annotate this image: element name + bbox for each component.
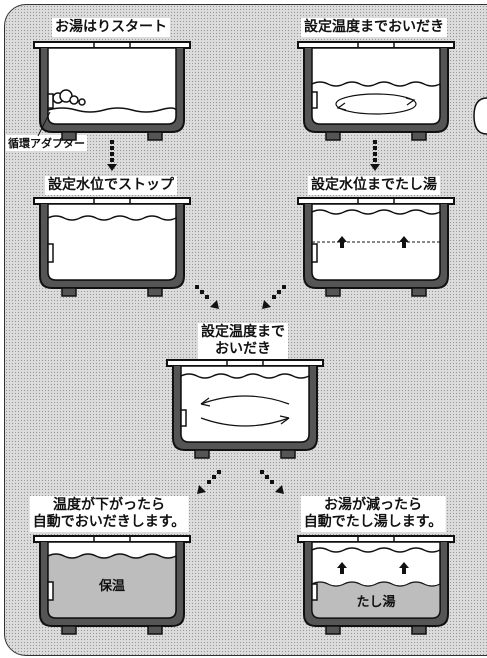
inflow-water xyxy=(47,89,177,125)
flow-arrow-step5-to-step7 xyxy=(260,470,284,494)
caption-step-6-line1: 温度が下がったら xyxy=(52,497,165,513)
tub-label-top-up: たし湯 xyxy=(356,594,395,610)
caption-step-6: 温度が下がったら 自動でおいだきします。 xyxy=(29,496,189,532)
caption-step-6-line2: 自動でおいだきします。 xyxy=(32,514,186,530)
bathtub-step-2 xyxy=(297,41,455,141)
caption-step-5-line1: 設定温度まで xyxy=(201,324,285,340)
water-with-circulation xyxy=(311,81,441,125)
caption-step-7: お湯が減ったら 自動でたし湯します。 xyxy=(300,496,446,532)
tub-body xyxy=(33,41,191,141)
water-rising xyxy=(311,209,441,281)
edge-bubble-partial xyxy=(473,97,487,135)
bathtub-step-7: たし湯 xyxy=(297,535,455,635)
flow-arrow-step1-to-step3 xyxy=(107,140,117,171)
flow-arrow-step2-to-step4 xyxy=(370,140,380,171)
water-with-circulation xyxy=(180,373,310,443)
bathtub-step-1 xyxy=(33,41,191,141)
water-set-level xyxy=(47,215,177,281)
flow-arrow-step3-to-step5 xyxy=(195,285,219,309)
caption-step-5-line2: おいだき xyxy=(215,341,271,357)
bathtub-step-5 xyxy=(166,359,324,459)
tub-label-keep-warm: 保温 xyxy=(98,578,125,594)
water-keep-warm xyxy=(47,553,177,619)
caption-step-2: 設定温度までおいだき xyxy=(301,18,447,37)
caption-step-1: お湯はりスタート xyxy=(52,18,170,37)
caption-step-4: 設定水位までたし湯 xyxy=(308,176,440,195)
bathtub-step-6: 保温 xyxy=(33,535,191,635)
adapter-leader-line xyxy=(37,111,51,137)
water-top-up xyxy=(311,547,441,619)
caption-step-7-line2: 自動でたし湯します。 xyxy=(303,514,443,530)
flow-arrow-step4-to-step5 xyxy=(262,285,286,309)
caption-step-7-line1: お湯が減ったら xyxy=(323,497,422,513)
caption-step-3: 設定水位でストップ xyxy=(45,176,177,195)
caption-step-5: 設定温度まで おいだき xyxy=(198,323,288,359)
bathtub-step-3 xyxy=(33,197,191,297)
bathtub-step-4 xyxy=(297,197,455,297)
flow-arrow-step5-to-step6 xyxy=(197,470,221,494)
